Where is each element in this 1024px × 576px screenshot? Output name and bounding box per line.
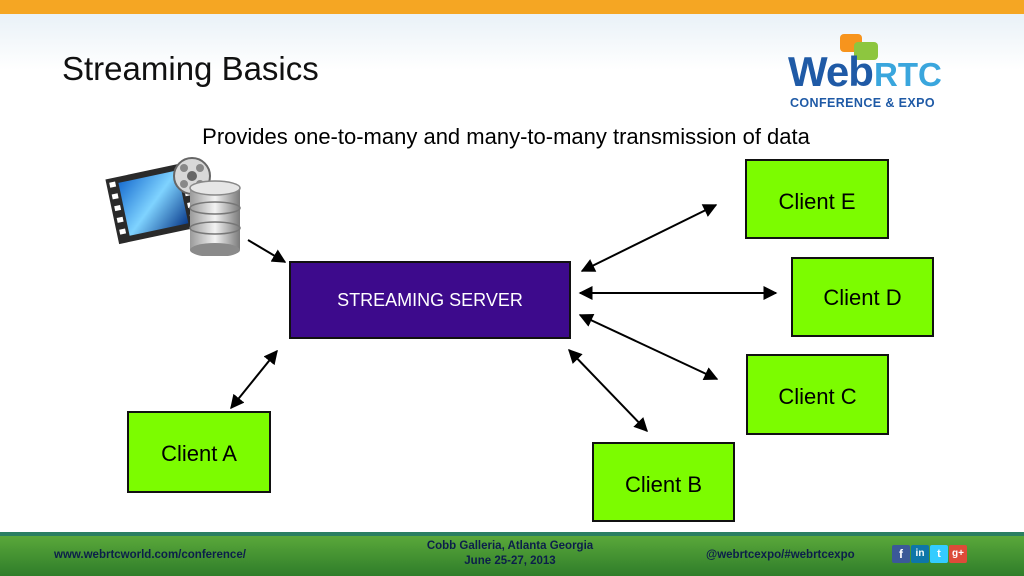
client-c-box: Client C [746, 354, 889, 435]
googleplus-icon[interactable]: g+ [949, 545, 967, 563]
arrow-server-client-c [578, 313, 719, 381]
logo-bubble-green [854, 42, 878, 60]
footer-bar: www.webrtcworld.com/conference/ Cobb Gal… [0, 536, 1024, 576]
footer-website-link[interactable]: www.webrtcworld.com/conference/ [54, 549, 246, 561]
webrtc-logo: Web RTC CONFERENCE & EXPO [784, 30, 974, 110]
slide-title: Streaming Basics [62, 50, 319, 87]
client-b-box: Client B [592, 442, 735, 522]
slide-subtitle: Provides one-to-many and many-to-many tr… [202, 124, 810, 149]
client-d-box: Client D [791, 257, 934, 337]
client-c-label: Client C [778, 384, 857, 409]
footer-divider [0, 532, 1024, 536]
top-accent-bar [0, 0, 1024, 14]
footer-dates: June 25-27, 2013 [464, 555, 556, 567]
client-e-label: Client E [778, 189, 856, 214]
logo-word-rtc: RTC [874, 56, 942, 93]
client-d-label: Client D [823, 285, 902, 310]
linkedin-icon[interactable]: in [911, 545, 929, 563]
twitter-icon[interactable]: t [930, 545, 948, 563]
logo-word-web: Web [788, 48, 874, 95]
streaming-server-label: STREAMING SERVER [337, 289, 523, 310]
footer-social-handle: @webrtcexpo/#webrtcexpo [706, 549, 855, 561]
streaming-server-box: STREAMING SERVER [289, 261, 571, 339]
facebook-icon[interactable]: f [892, 545, 910, 563]
film-and-database-icon [105, 157, 241, 256]
footer-venue: Cobb Galleria, Atlanta Georgia [426, 540, 594, 552]
client-e-box: Client E [745, 159, 889, 239]
arrow-server-client-a [230, 349, 278, 410]
arrow-server-client-b [568, 348, 648, 433]
client-a-box: Client A [127, 411, 271, 493]
client-b-label: Client B [624, 472, 703, 497]
logo-tagline: CONFERENCE & EXPO [790, 96, 936, 110]
client-a-label: Client A [161, 441, 237, 466]
arrow-server-client-e [580, 204, 718, 272]
